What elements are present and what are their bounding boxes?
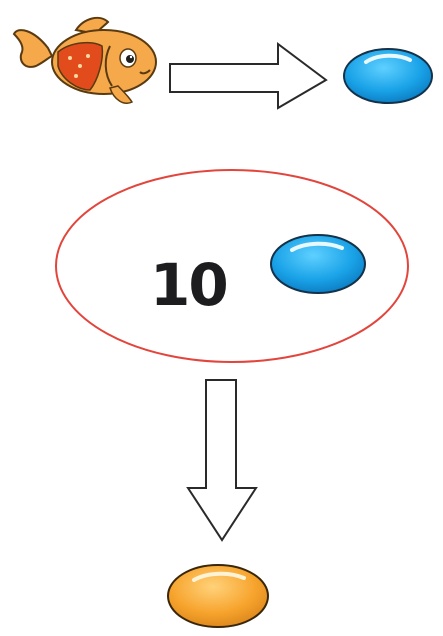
down-arrow-icon: [186, 379, 258, 542]
group-ring: [55, 169, 409, 363]
blue-gem-icon: [343, 48, 433, 104]
count-label: 10: [150, 251, 229, 319]
right-arrow-icon: [169, 42, 328, 110]
blue-gem-icon: [270, 234, 366, 294]
goldfish-icon: [12, 16, 157, 104]
orange-gem-icon: [167, 564, 269, 628]
